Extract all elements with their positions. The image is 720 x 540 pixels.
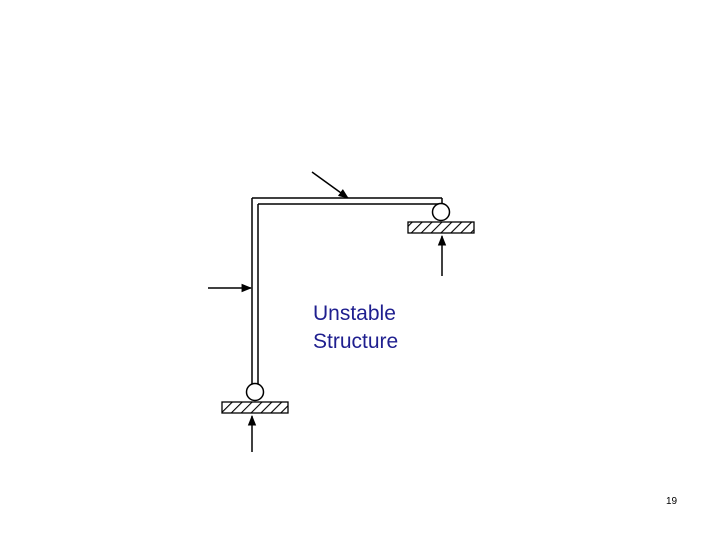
pin-support-icon [221,382,289,414]
top-beam [252,197,443,205]
roller-support-icon [407,202,475,234]
diagram-caption: Unstable Structure [313,300,398,356]
page-number: 19 [666,496,678,507]
hatched-ground-icon [407,221,475,234]
hatched-ground-icon [221,401,289,414]
caption-line-2: Structure [313,330,399,353]
left-column [251,198,259,384]
load-arrow-icon [311,171,349,199]
caption-line-1: Unstable [313,302,396,325]
